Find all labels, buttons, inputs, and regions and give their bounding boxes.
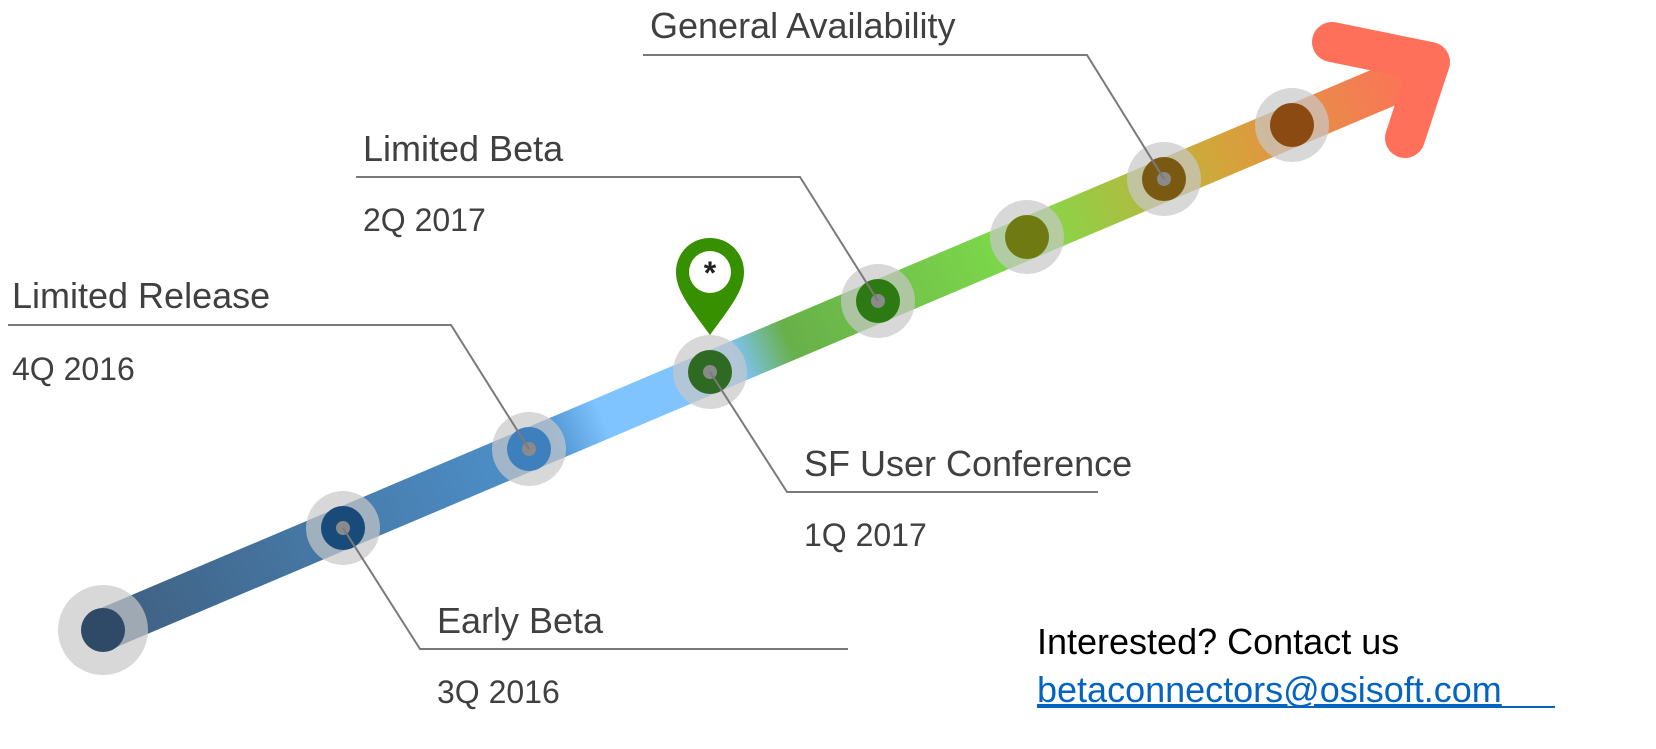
contact-prompt: Interested? Contact us <box>1037 621 1399 662</box>
map-pin-symbol: * <box>704 255 717 291</box>
timeline-node-unlabeled <box>990 200 1064 274</box>
timeline-arrowhead-icon <box>1312 22 1450 158</box>
timeline-node-start <box>58 585 148 675</box>
milestone-title-limited-beta: Limited Beta <box>363 128 564 169</box>
map-pin-icon: * <box>676 238 744 335</box>
leader-line-general-availability <box>643 54 1165 180</box>
leader-line-early-beta <box>342 527 848 650</box>
milestone-title-sf-user-conference: SF User Conference <box>804 443 1132 484</box>
leader-line-limited-release <box>8 324 530 450</box>
leader-line-limited-beta <box>356 176 879 302</box>
contact-email-link[interactable]: betaconnectors@osisoft.com <box>1037 669 1502 710</box>
milestone-date-limited-release: 4Q 2016 <box>12 351 135 387</box>
milestone-date-limited-beta: 2Q 2017 <box>363 202 486 238</box>
timeline-node-end <box>1255 88 1329 162</box>
milestone-date-sf-user-conference: 1Q 2017 <box>804 517 927 553</box>
milestone-date-early-beta: 3Q 2016 <box>437 674 560 710</box>
timeline-arrow-shaft <box>82 51 1441 651</box>
milestone-title-general-availability: General Availability <box>650 5 956 46</box>
milestone-title-early-beta: Early Beta <box>437 600 604 641</box>
leader-line-sf-user-conference <box>709 371 1098 493</box>
milestone-title-limited-release: Limited Release <box>12 275 270 316</box>
